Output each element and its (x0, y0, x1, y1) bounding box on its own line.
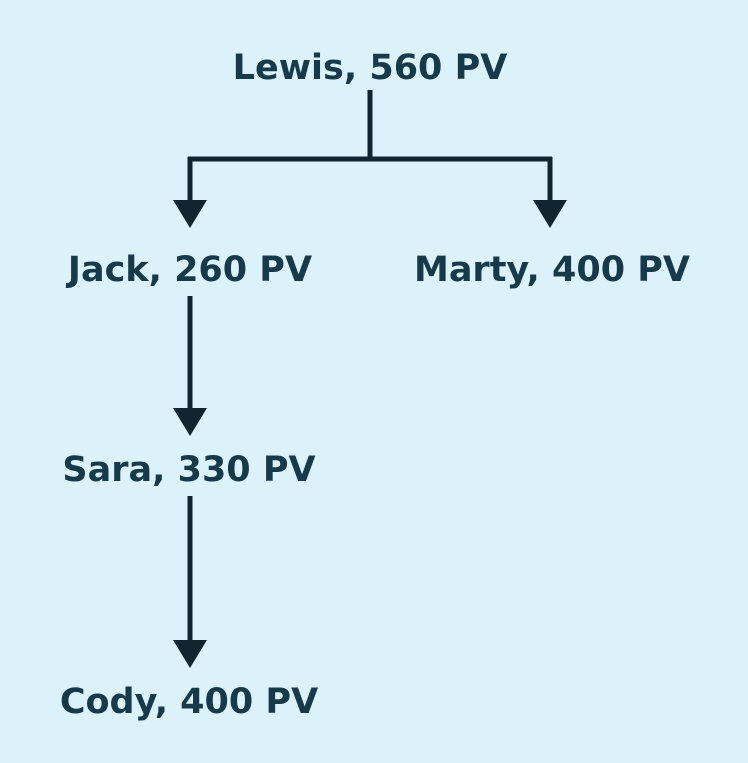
node-marty: Marty, 400 PV (414, 250, 690, 290)
arrowhead-marty (533, 200, 567, 228)
edge-lewis-to-marty (533, 157, 567, 228)
nodes: Lewis, 560 PV Jack, 260 PV Marty, 400 PV… (60, 48, 690, 722)
arrowhead-jack (173, 200, 207, 228)
node-jack: Jack, 260 PV (66, 250, 312, 290)
connectors (173, 90, 567, 668)
arrowhead-cody (173, 640, 207, 668)
edge-jack-to-sara (173, 296, 207, 436)
edge-sara-to-cody (173, 496, 207, 668)
node-cody: Cody, 400 PV (60, 682, 318, 722)
edge-lewis-to-jack (173, 157, 207, 228)
node-lewis: Lewis, 560 PV (233, 48, 508, 88)
node-sara: Sara, 330 PV (62, 450, 315, 490)
arrowhead-sara (173, 408, 207, 436)
edge-lewis-branch (188, 90, 552, 162)
